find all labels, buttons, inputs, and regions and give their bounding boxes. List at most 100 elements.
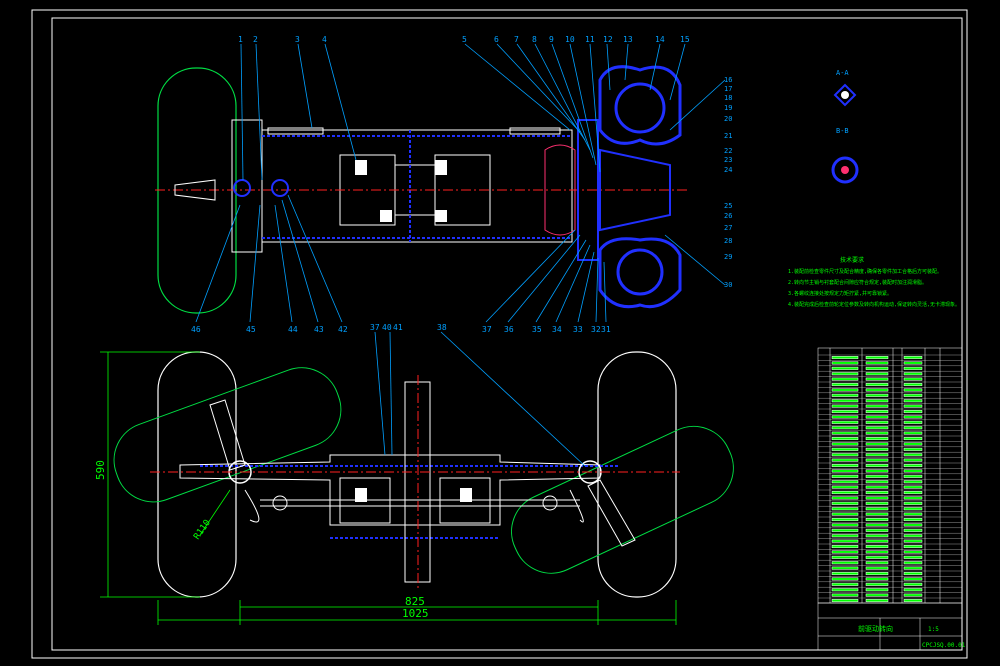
- parts-row-text: [831, 372, 859, 376]
- parts-row-text: [865, 523, 889, 527]
- callout-17: 17: [724, 85, 732, 93]
- callout-26: 26: [724, 212, 732, 220]
- callout-11: 11: [585, 35, 595, 44]
- callout-28: 28: [724, 237, 732, 245]
- parts-row-text: [903, 404, 923, 408]
- parts-row-text: [831, 582, 859, 586]
- parts-row-text: [903, 512, 923, 516]
- parts-row-text: [903, 561, 923, 565]
- parts-row-text: [831, 442, 859, 446]
- parts-row-text: [831, 383, 859, 387]
- parts-row-text: [831, 593, 859, 597]
- parts-row-text: [903, 372, 923, 376]
- parts-row-text: [831, 480, 859, 484]
- bottom-callouts: 46 45 44 43 42 37 36 35 34 33 32 31: [191, 325, 611, 334]
- parts-row-text: [903, 507, 923, 511]
- callout-13: 13: [623, 35, 633, 44]
- parts-row-text: [831, 388, 859, 392]
- parts-row-text: [865, 356, 889, 360]
- callout-18: 18: [724, 94, 732, 102]
- parts-row-text: [903, 572, 923, 576]
- parts-row-text: [903, 393, 923, 397]
- callout-3: 3: [295, 35, 300, 44]
- callout-7: 7: [514, 35, 519, 44]
- dim-inner-width: 825: [405, 595, 425, 608]
- parts-row-text: [865, 458, 889, 462]
- parts-row-text: [903, 361, 923, 365]
- callout-35: 35: [532, 325, 542, 334]
- parts-row-text: [831, 453, 859, 457]
- parts-row-text: [831, 518, 859, 522]
- parts-row-text: [865, 566, 889, 570]
- callout-37b: 37: [482, 325, 492, 334]
- section-label-aa: A-A: [836, 69, 849, 77]
- callout-2: 2: [253, 35, 258, 44]
- callout-4: 4: [322, 35, 327, 44]
- parts-row-text: [831, 474, 859, 478]
- dimension-labels: 590 825 1025 R110: [94, 460, 429, 620]
- parts-list: [817, 347, 963, 604]
- callout-22: 22: [724, 147, 732, 155]
- parts-row-text: [831, 512, 859, 516]
- parts-row-text: [865, 507, 889, 511]
- parts-row-text: [903, 415, 923, 419]
- callout-12: 12: [603, 35, 613, 44]
- callout-44: 44: [288, 325, 298, 334]
- callout-41: 41: [393, 323, 403, 332]
- callout-1: 1: [238, 35, 243, 44]
- parts-row-text: [865, 464, 889, 468]
- callout-31: 31: [601, 325, 611, 334]
- plan-view: [113, 351, 734, 598]
- parts-row-text: [903, 464, 923, 468]
- callout-46: 46: [191, 325, 201, 334]
- parts-row-text: [831, 426, 859, 430]
- parts-row-text: [865, 512, 889, 516]
- parts-row-text: [903, 420, 923, 424]
- parts-row-text: [865, 415, 889, 419]
- parts-row-text: [865, 588, 889, 592]
- callout-19: 19: [724, 104, 732, 112]
- parts-row-text: [903, 523, 923, 527]
- parts-row-text: [865, 496, 889, 500]
- parts-row-text: [831, 404, 859, 408]
- parts-row-text: [831, 566, 859, 570]
- parts-row-text: [831, 469, 859, 473]
- parts-row-text: [903, 366, 923, 370]
- parts-row-text: [831, 599, 859, 603]
- callout-27: 27: [724, 224, 732, 232]
- parts-row-text: [831, 577, 859, 581]
- parts-row-text: [831, 399, 859, 403]
- parts-row-text: [831, 377, 859, 381]
- parts-row-text: [865, 501, 889, 505]
- callout-25: 25: [724, 202, 732, 210]
- parts-row-text: [903, 356, 923, 360]
- note-4: 4.装配完成后检查前轮定位参数及转向机构运动,保证转向灵活,无卡滞现象。: [788, 301, 960, 308]
- callout-24: 24: [724, 166, 732, 174]
- parts-row-text: [903, 377, 923, 381]
- parts-row-text: [865, 545, 889, 549]
- parts-row-text: [903, 582, 923, 586]
- parts-row-text: [903, 518, 923, 522]
- parts-row-text: [903, 566, 923, 570]
- parts-row-text: [865, 528, 889, 532]
- technical-notes: 技术要求 1.装配前检查零件尺寸及配合精度,确保各零件加工合格后方可装配。 2.…: [788, 256, 960, 308]
- top-leaders: [195, 43, 726, 323]
- section-label-bb: B-B: [836, 127, 849, 135]
- parts-row-text: [831, 528, 859, 532]
- parts-row-text: [903, 442, 923, 446]
- parts-row-text: [865, 388, 889, 392]
- parts-row-text: [865, 431, 889, 435]
- parts-row-text: [865, 399, 889, 403]
- parts-row-text: [831, 431, 859, 435]
- parts-row-text: [903, 593, 923, 597]
- note-3: 3.各螺纹连接处按规定力矩拧紧,并可靠锁紧。: [788, 290, 892, 297]
- parts-row-text: [865, 555, 889, 559]
- parts-row-text: [865, 372, 889, 376]
- notes-title: 技术要求: [840, 256, 864, 264]
- parts-row-text: [831, 523, 859, 527]
- parts-row-text: [865, 599, 889, 603]
- parts-row-text: [903, 480, 923, 484]
- callout-37: 37: [370, 323, 380, 332]
- parts-row-text: [831, 410, 859, 414]
